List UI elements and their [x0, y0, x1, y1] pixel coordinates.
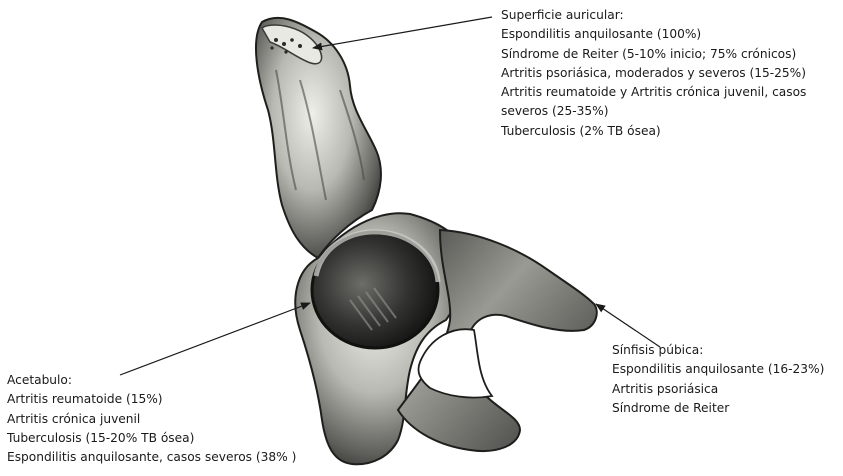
- annotation-line: Artritis crónica juvenil: [7, 410, 296, 429]
- annotation-line: Artritis psoriásica: [612, 380, 824, 399]
- annotation-sinfisis: Sínfisis púbica: Espondilitis anquilosan…: [612, 341, 824, 418]
- annotation-title: Acetabulo:: [7, 371, 296, 390]
- annotation-title: Superficie auricular:: [501, 6, 806, 25]
- annotation-line: Tuberculosis (2% TB ósea): [501, 122, 806, 141]
- annotation-line: Artritis reumatoide y Artritis crónica j…: [501, 83, 806, 102]
- annotation-acetabulo: Acetabulo: Artritis reumatoide (15%) Art…: [7, 371, 296, 467]
- annotation-title: Sínfisis púbica:: [612, 341, 824, 360]
- annotation-line: Espondilitis anquilosante, casos severos…: [7, 448, 296, 467]
- annotation-line: Síndrome de Reiter (5-10% inicio; 75% cr…: [501, 45, 806, 64]
- annotation-line: Espondilitis anquilosante (16-23%): [612, 360, 824, 379]
- annotation-auricular: Superficie auricular: Espondilitis anqui…: [501, 6, 806, 141]
- arrow-auricular: [313, 17, 492, 48]
- annotation-line: Síndrome de Reiter: [612, 399, 824, 418]
- annotation-line: Espondilitis anquilosante (100%): [501, 25, 806, 44]
- obturator-foramen: [418, 329, 492, 397]
- annotation-line: Artritis psoriásica, moderados y severos…: [501, 64, 806, 83]
- annotation-line: Tuberculosis (15-20% TB ósea): [7, 429, 296, 448]
- arrow-acetabulo: [120, 303, 310, 375]
- annotation-line: Artritis reumatoide (15%): [7, 390, 296, 409]
- annotation-line: severos (25-35%): [501, 102, 806, 121]
